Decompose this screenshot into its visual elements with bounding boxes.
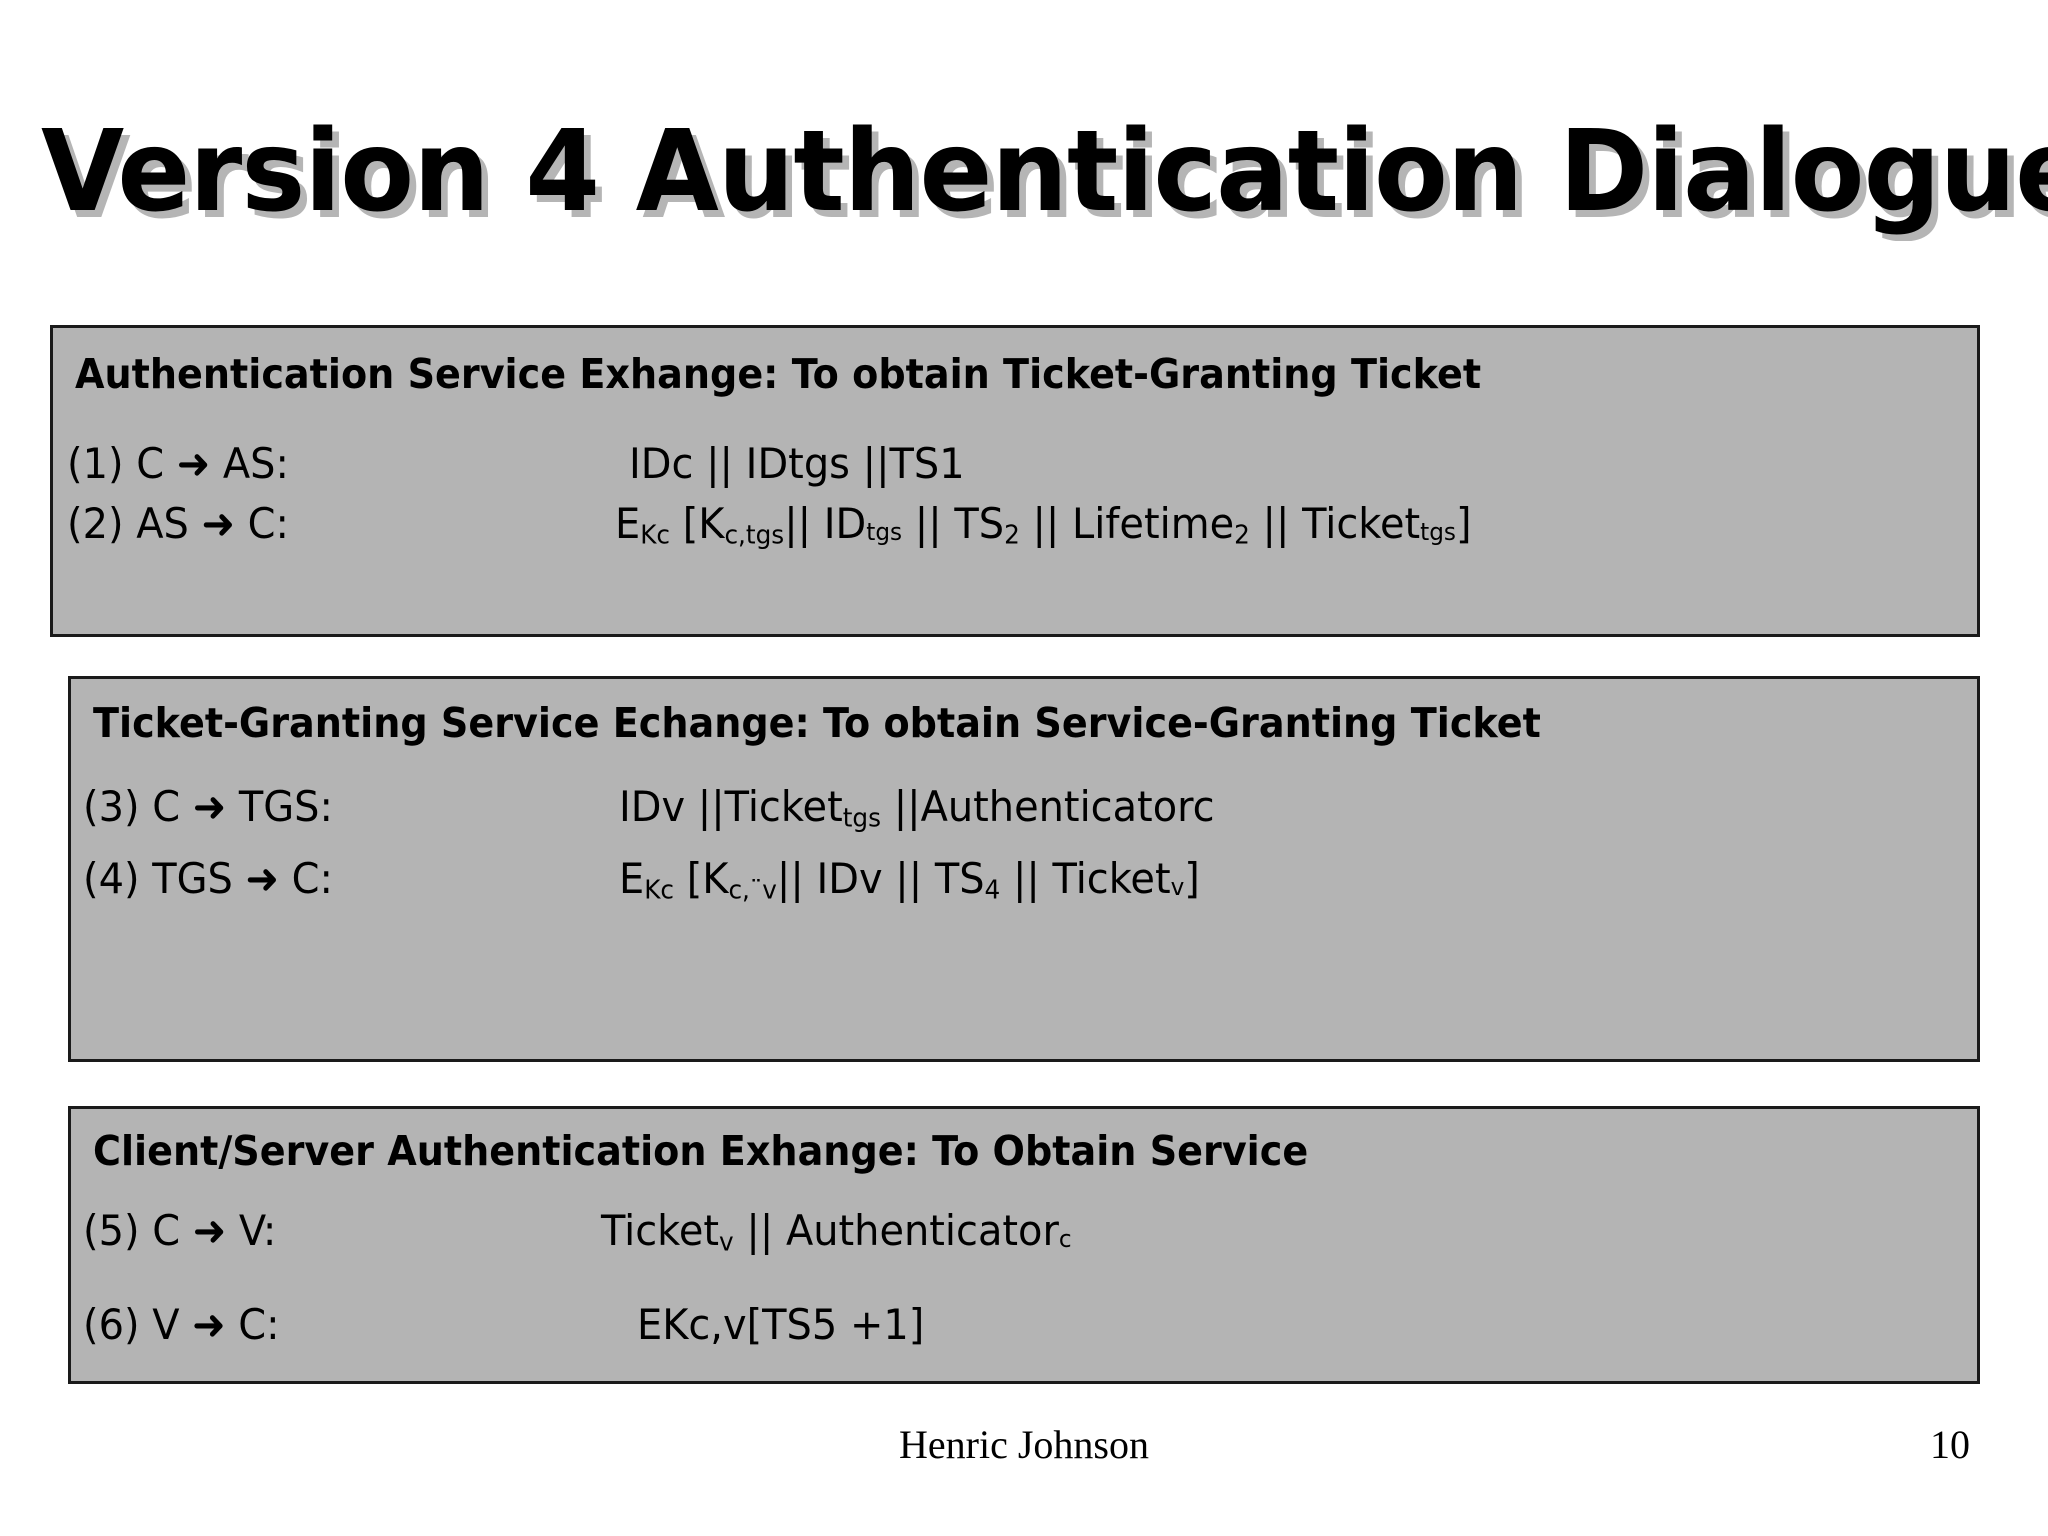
msg-subscript: 4 (984, 875, 1001, 906)
message-label-2: (2) AS ➜ C: (67, 499, 289, 548)
box-header-ticket-granting-service-exchange: Ticket-Granting Service Echange: To obta… (93, 699, 1541, 747)
msg-part: ] (1455, 499, 1472, 548)
msg-part: ||TS1 (862, 439, 965, 488)
msg-subscript: tgs (866, 516, 903, 546)
message-label-5: (5) C ➜ V: (83, 1206, 277, 1255)
message-body-6: EKc,v[TS5 +1] (637, 1300, 925, 1349)
msg-subscript: tgs (1420, 516, 1456, 546)
msg-part: || (706, 439, 746, 488)
message-label-4: (4) TGS ➜ C: (83, 854, 333, 903)
message-body-2: EKc [Kc,tgs|| IDtgs || TS2 || Lifetime2 … (615, 496, 1472, 564)
msg-subscript: tgs (842, 803, 882, 834)
protocol-message-row: (4) TGS ➜ C: EKc [Kc,¨v|| IDv || TS4 || … (71, 851, 1977, 907)
msg-part: || Ticket (1000, 854, 1171, 903)
msg-subscript: v (719, 1227, 734, 1258)
msg-part: [K (674, 854, 729, 903)
msg-part: || Lifetime (1019, 499, 1235, 548)
msg-part: ||Authenticatorc (881, 782, 1215, 831)
msg-part: E (615, 499, 641, 548)
msg-part: || Ticket (1249, 499, 1421, 548)
client-server-authentication-exchange-box: Client/Server Authentication Exhange: To… (68, 1106, 1980, 1384)
msg-subscript: c,¨v (728, 875, 777, 906)
msg-part: || Authenticator (733, 1206, 1059, 1255)
protocol-message-row: (6) V ➜ C: EKc,v[TS5 +1] (71, 1297, 1977, 1353)
message-body-4: EKc [Kc,¨v|| IDv || TS4 || Ticketv] (619, 851, 1200, 919)
msg-part: || TS (902, 499, 1005, 548)
message-label-6: (6) V ➜ C: (83, 1300, 280, 1349)
box-header-client-server-authentication-exchange: Client/Server Authentication Exhange: To… (93, 1127, 1309, 1175)
message-label-3: (3) C ➜ TGS: (83, 782, 333, 831)
msg-part: ] (1184, 854, 1200, 903)
message-body-1: IDc || IDtgs ||TS1 (629, 436, 965, 492)
footer-page-number: 10 (1930, 1422, 1970, 1467)
msg-part: IDtgs (745, 439, 863, 488)
msg-part: || ID (784, 499, 867, 548)
msg-part: IDc (629, 439, 707, 488)
message-body-5: Ticketv || Authenticatorc (601, 1203, 1072, 1271)
page-title: Version 4 Authentication Dialogue (40, 107, 2048, 237)
protocol-message-row: (3) C ➜ TGS: IDv ||Tickettgs ||Authentic… (71, 779, 1977, 835)
protocol-message-row: (2) AS ➜ C: EKc [Kc,tgs|| IDtgs || TS2 |… (53, 496, 1977, 552)
message-body-3: IDv ||Tickettgs ||Authenticatorc (619, 779, 1215, 847)
msg-part: || IDv || TS (776, 854, 985, 903)
protocol-message-row: (1) C ➜ AS: IDc || IDtgs ||TS1 (53, 436, 1977, 492)
msg-part: E (619, 854, 645, 903)
box-header-authentication-service-exchange: Authentication Service Exhange: To obtai… (75, 350, 1482, 398)
msg-subscript: c,tgs (724, 520, 785, 551)
msg-part: Ticket (601, 1206, 720, 1255)
message-label-1: (1) C ➜ AS: (67, 439, 289, 488)
authentication-service-exchange-box: Authentication Service Exhange: To obtai… (50, 325, 1980, 637)
msg-part: IDv (619, 782, 698, 831)
protocol-message-row: (5) C ➜ V: Ticketv || Authenticatorc (71, 1203, 1977, 1259)
msg-subscript: Kc (644, 875, 675, 906)
msg-subscript: v (1170, 871, 1185, 901)
ticket-granting-service-exchange-box: Ticket-Granting Service Echange: To obta… (68, 676, 1980, 1062)
msg-subscript: 2 (1234, 520, 1250, 551)
msg-subscript: 2 (1004, 520, 1020, 551)
msg-part: ||Ticket (697, 782, 843, 831)
footer-author: Henric Johnson (899, 1422, 1149, 1467)
msg-subscript: Kc (640, 520, 671, 551)
msg-subscript: c (1058, 1223, 1072, 1253)
msg-part: [K (670, 499, 725, 548)
